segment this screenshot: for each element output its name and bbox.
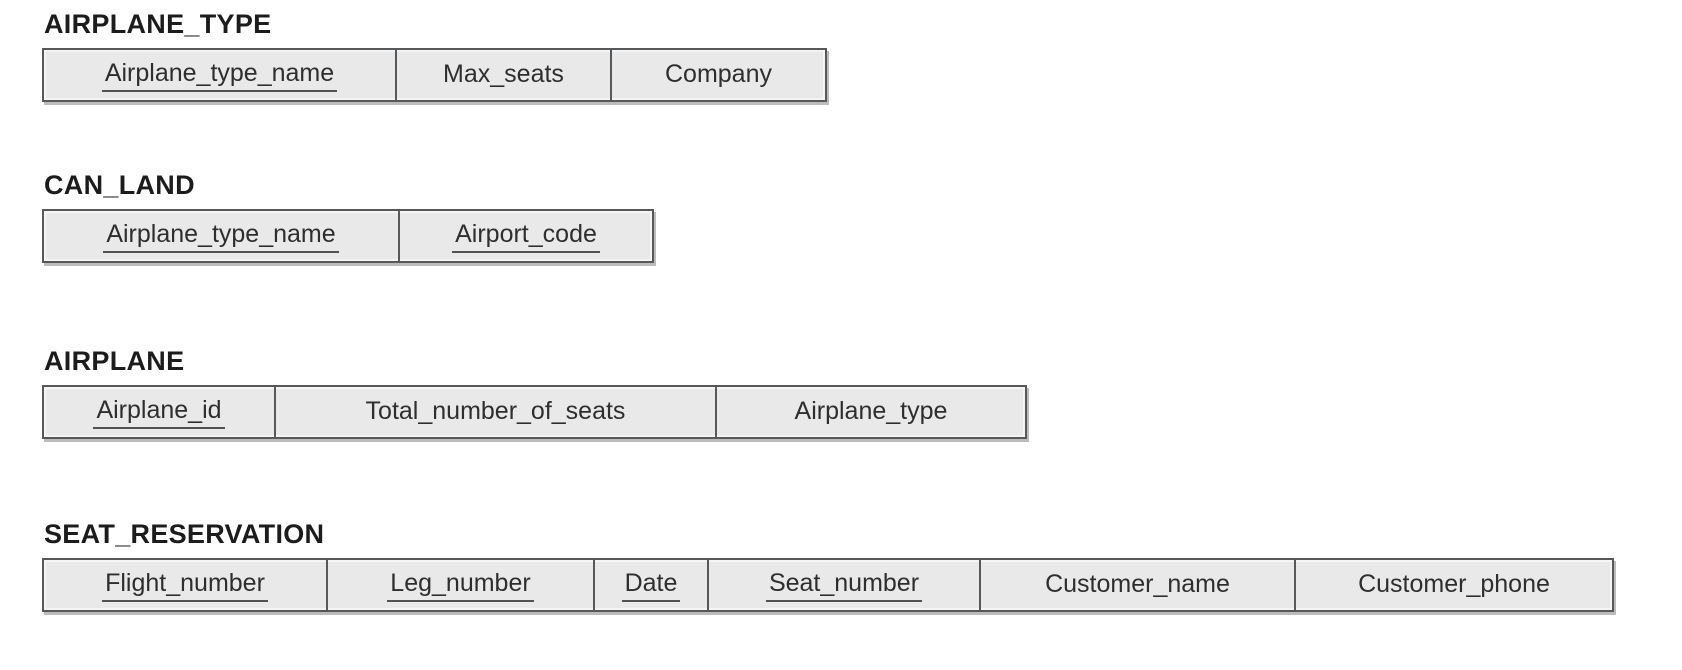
attribute-cell: Leg_number xyxy=(328,560,595,610)
relation-airplane: AIRPLANE Airplane_id Total_number_of_seats… xyxy=(42,346,1027,439)
attribute-label: Max_seats xyxy=(443,59,564,88)
relation-airplane-type: AIRPLANE_TYPE Airplane_type_name Max_seats… xyxy=(42,9,827,102)
attribute-cell: Airplane_type_name xyxy=(44,50,397,100)
attribute-label: Company xyxy=(665,59,772,88)
attribute-cell: Flight_number xyxy=(44,560,328,610)
attribute-cell: Airport_code xyxy=(400,211,652,261)
attribute-cell: Max_seats xyxy=(397,50,612,100)
relation-title-airplane: AIRPLANE xyxy=(44,346,185,376)
key-attribute-label: Airplane_type_name xyxy=(101,59,338,92)
attribute-label: Airplane_type xyxy=(794,396,948,425)
attribute-cell: Customer_name xyxy=(981,560,1296,610)
relation-row-airplane-type: Airplane_type_name Max_seats Company xyxy=(42,48,827,102)
relation-can-land: CAN_LAND Airplane_type_name Airport_code xyxy=(42,170,654,263)
key-attribute-label: Flight_number xyxy=(102,569,268,602)
attribute-cell: Airplane_type xyxy=(717,387,1025,437)
relation-row-airplane: Airplane_id Total_number_of_seats Airplane… xyxy=(42,385,1027,439)
key-attribute-label: Airplane_type_name xyxy=(103,220,339,253)
attribute-label: Customer_phone xyxy=(1358,569,1550,598)
attribute-cell: Customer_phone xyxy=(1296,560,1612,610)
attribute-cell: Seat_number xyxy=(709,560,981,610)
key-attribute-label: Seat_number xyxy=(765,569,923,602)
relation-row-can-land: Airplane_type_name Airport_code xyxy=(42,209,654,263)
key-attribute-label: Airplane_id xyxy=(93,396,225,429)
relation-row-seat-reservation: Flight_number Leg_number Date Seat_number Cu… xyxy=(42,558,1614,612)
attribute-label: Customer_name xyxy=(1045,569,1230,598)
attribute-cell: Airplane_type_name xyxy=(44,211,400,261)
relation-seat-reservation: SEAT_RESERVATION Flight_number Leg_number D… xyxy=(42,519,1614,612)
attribute-cell: Total_number_of_seats xyxy=(276,387,717,437)
relation-title-airplane-type: AIRPLANE_TYPE xyxy=(44,9,272,39)
relation-title-seat-reservation: SEAT_RESERVATION xyxy=(44,519,325,549)
attribute-cell: Date xyxy=(595,560,709,610)
key-attribute-label: Date xyxy=(621,569,681,602)
key-attribute-label: Leg_number xyxy=(387,569,534,602)
attribute-cell: Airplane_id xyxy=(44,387,276,437)
attribute-cell: Company xyxy=(612,50,825,100)
key-attribute-label: Airport_code xyxy=(452,220,600,253)
attribute-label: Total_number_of_seats xyxy=(365,396,626,425)
relation-title-can-land: CAN_LAND xyxy=(44,170,195,200)
